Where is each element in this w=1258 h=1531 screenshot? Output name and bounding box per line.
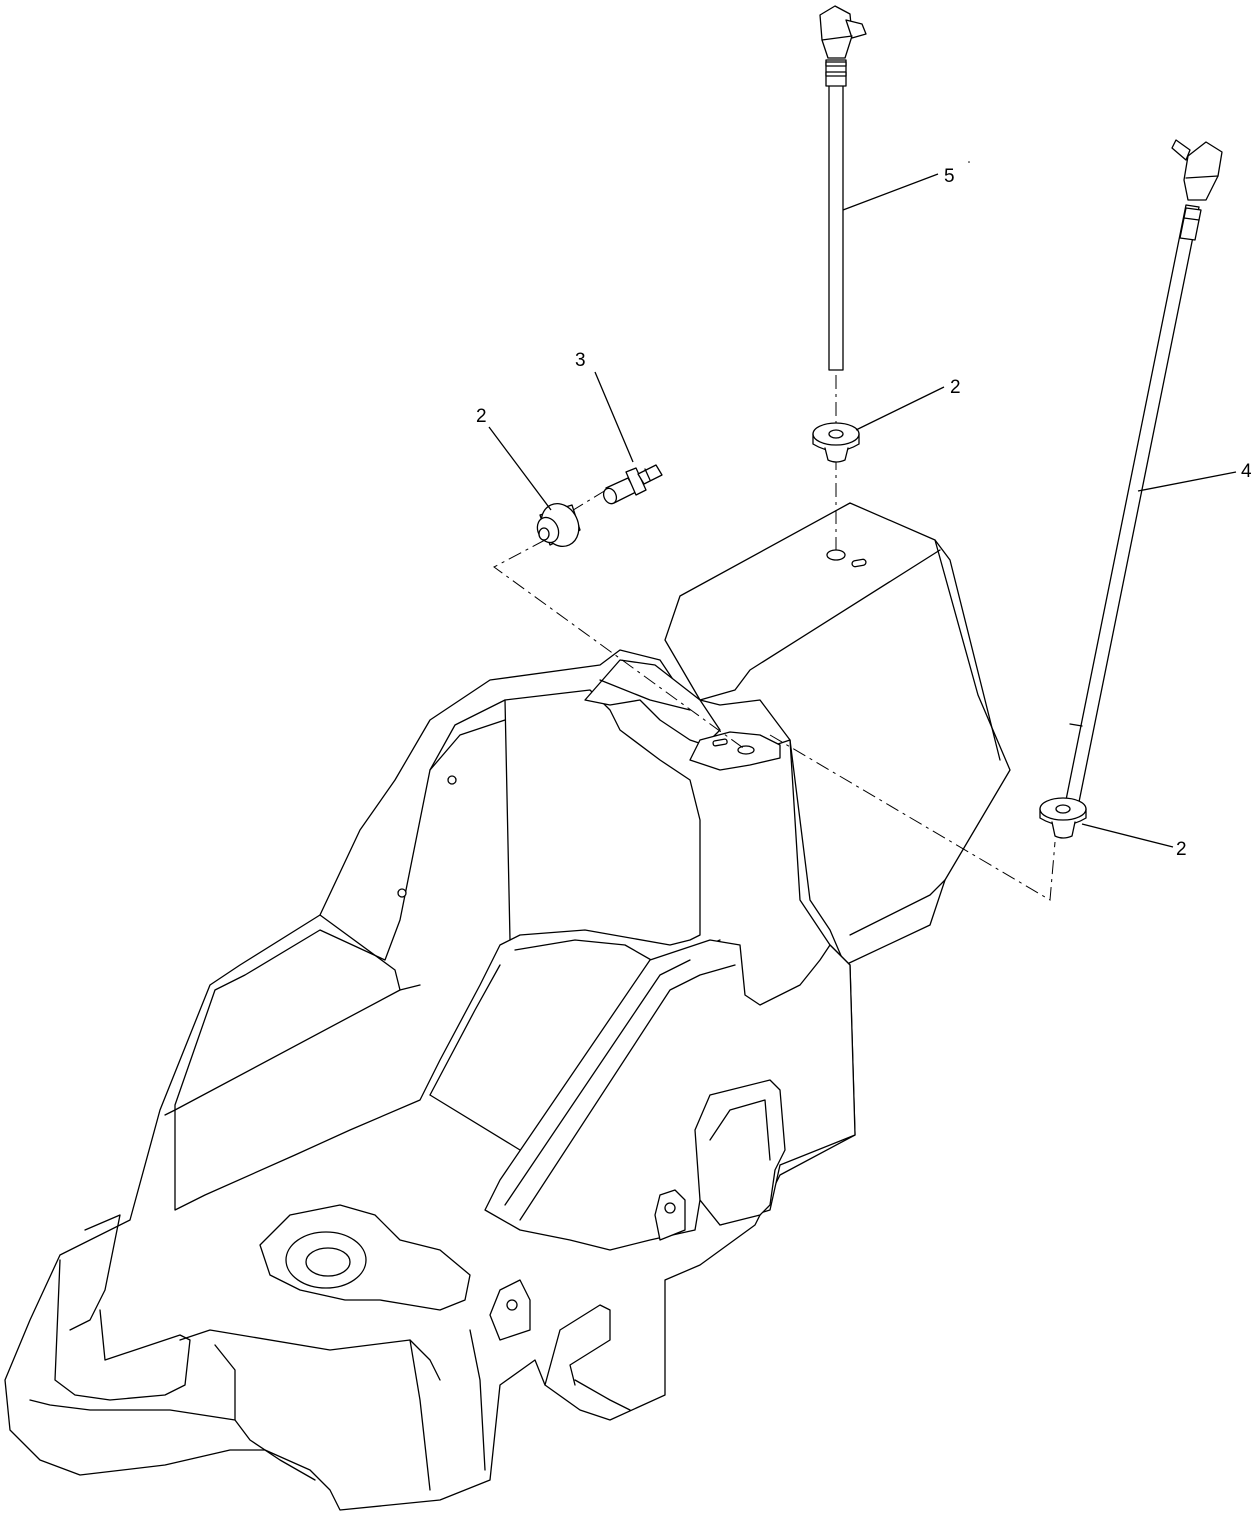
tank-mount-ear-2 (654, 1189, 686, 1241)
grommet-lower (1039, 797, 1087, 839)
assembly-line-grommet-side (493, 539, 747, 751)
tank-cavity (174, 689, 701, 1211)
vent-tube-4-elbow (1183, 141, 1223, 201)
assembly-line-grommet-lower (769, 734, 1056, 901)
tank-top-hole (826, 549, 846, 561)
tank-side-pocket (694, 1079, 786, 1226)
fuel-tank (4, 502, 1011, 1511)
callout-5: 5 (944, 166, 955, 187)
leader-2-top (855, 386, 945, 431)
vent-tube-angled (1065, 139, 1223, 803)
tank-top-slot (851, 558, 867, 568)
grommet-side (536, 503, 581, 547)
leader-3 (594, 371, 634, 463)
callout-4: 4 (1241, 461, 1252, 482)
leader-5 (842, 173, 939, 211)
tank-vent-pad (689, 731, 781, 771)
callout-labels: 5 3 2 2 4 2 (476, 166, 1252, 860)
callout-2-top: 2 (950, 377, 961, 398)
vent-fitting (602, 464, 663, 505)
vent-tube-4-body (1065, 204, 1200, 803)
leader-2-lower (1081, 823, 1174, 848)
callout-3: 3 (575, 350, 586, 371)
leader-lines (488, 173, 1237, 848)
callout-2-lower: 2 (1176, 839, 1187, 860)
tank-filler-hole (305, 1247, 351, 1277)
vent-tube-5-body (828, 79, 844, 371)
leader-4 (1137, 471, 1237, 492)
tank-rear-box (664, 502, 1011, 966)
vent-tube-long (819, 5, 867, 371)
callout-2-side: 2 (476, 406, 487, 427)
grommet-top (812, 422, 860, 463)
leader-2-side (488, 426, 552, 511)
vent-tube-5-elbow (819, 5, 853, 59)
